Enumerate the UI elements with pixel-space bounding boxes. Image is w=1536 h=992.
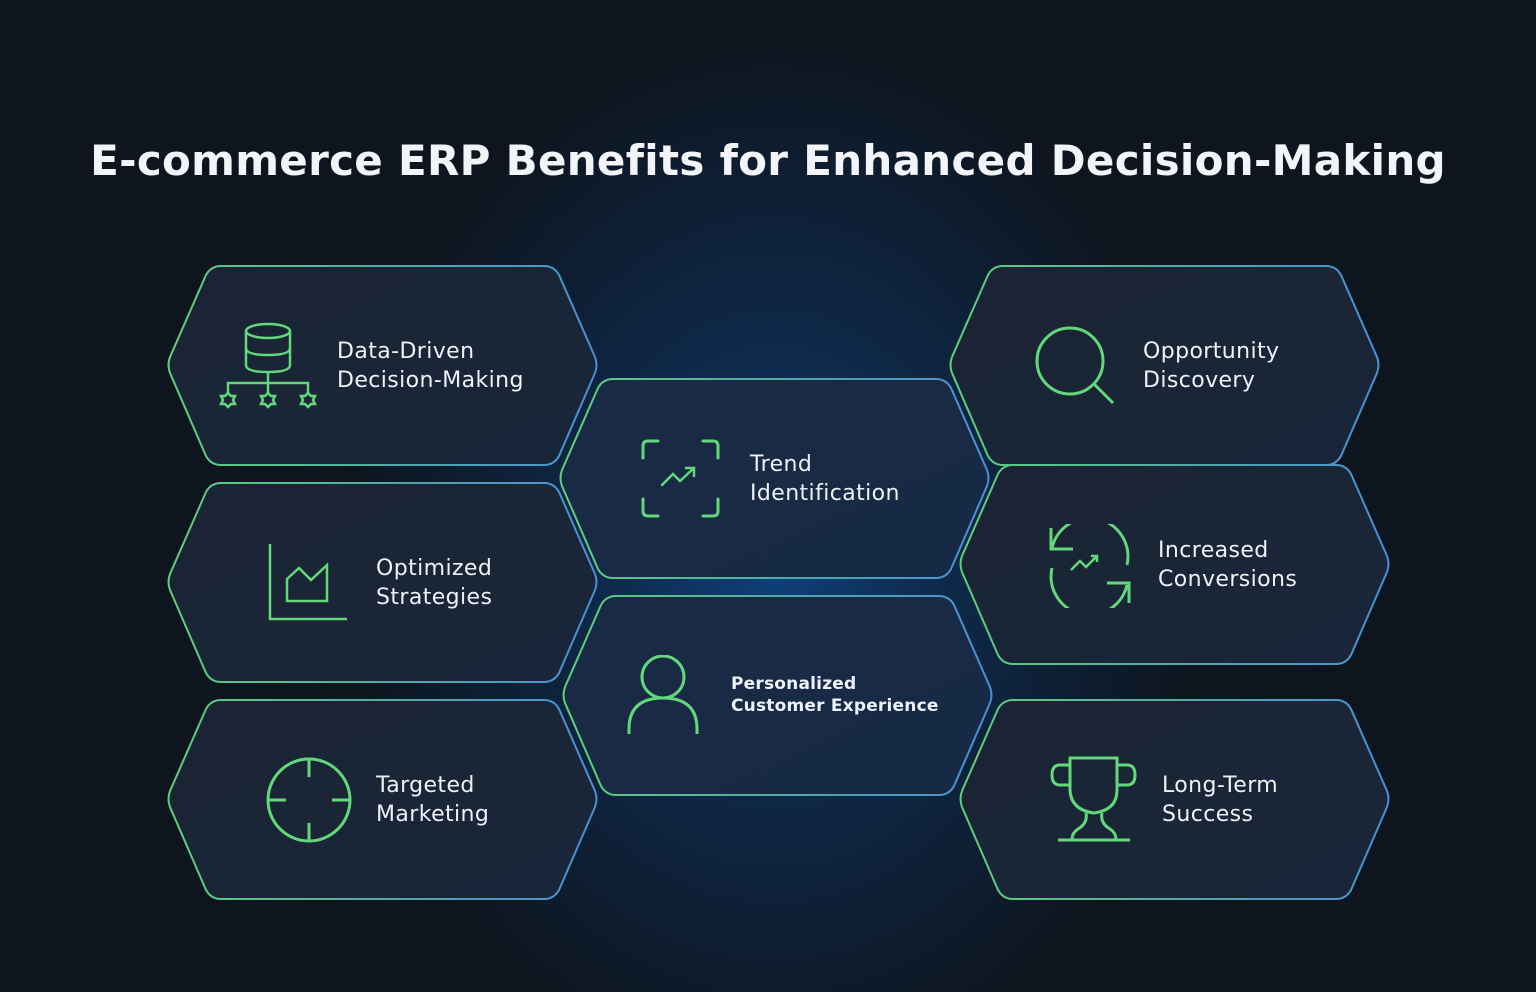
- benefit-label-line2: Conversions: [1158, 567, 1298, 592]
- hexagon-shape: [167, 265, 598, 466]
- benefit-label: Targeted Marketing: [376, 771, 489, 829]
- hexagon-shape: [167, 482, 598, 683]
- hexagon-shape: [562, 595, 993, 796]
- benefit-label: Opportunity Discovery: [1143, 337, 1279, 395]
- benefit-card-success: Long-Term Success: [958, 699, 1390, 900]
- benefit-label: Trend Identification: [750, 450, 900, 508]
- magnifier-icon: [1035, 326, 1115, 405]
- hexagon-shape: [959, 699, 1390, 900]
- trend-scan-icon: [641, 439, 720, 518]
- benefit-label: Long-Term Success: [1162, 771, 1278, 829]
- benefit-label-line1: Increased: [1158, 538, 1269, 563]
- benefit-card-data-driven: Data-Driven Decision-Making: [166, 265, 598, 466]
- page-title: E-commerce ERP Benefits for Enhanced Dec…: [90, 136, 1446, 186]
- benefit-label-line1: Personalized: [731, 674, 857, 694]
- refresh-trend-icon: [1049, 524, 1131, 608]
- trophy-icon: [1050, 756, 1137, 842]
- benefit-label: Optimized Strategies: [376, 554, 492, 612]
- benefit-label-line2: Success: [1162, 802, 1254, 827]
- benefit-label: Data-Driven Decision-Making: [337, 337, 524, 395]
- benefit-label-line1: Data-Driven: [337, 339, 475, 364]
- benefit-label-line1: Optimized: [376, 556, 493, 581]
- benefit-label-line2: Identification: [750, 481, 900, 506]
- benefit-label-line2: Decision-Making: [337, 368, 524, 393]
- hexagon-shape: [959, 464, 1390, 665]
- benefit-label-line2: Discovery: [1143, 368, 1256, 393]
- target-crosshair-icon: [266, 757, 352, 843]
- benefit-label-line1: Trend: [750, 452, 813, 477]
- benefit-label: Personalized Customer Experience: [731, 673, 939, 717]
- benefit-label: Increased Conversions: [1158, 536, 1297, 594]
- database-network-icon: [218, 322, 318, 409]
- hexagon-shape: [167, 699, 598, 900]
- benefit-card-opportunity: Opportunity Discovery: [948, 265, 1380, 466]
- benefit-card-personalized: Personalized Customer Experience: [561, 595, 993, 796]
- benefit-card-trend: Trend Identification: [558, 378, 990, 579]
- benefit-card-conversions: Increased Conversions: [958, 464, 1390, 665]
- area-chart-icon: [268, 544, 347, 621]
- benefit-label-line2: Strategies: [376, 585, 493, 610]
- benefit-label-line2: Customer Experience: [731, 696, 939, 716]
- benefit-card-optimized: Optimized Strategies: [166, 482, 598, 683]
- benefit-label-line1: Opportunity: [1143, 339, 1280, 364]
- benefit-label-line1: Long-Term: [1162, 773, 1279, 798]
- user-icon: [627, 655, 699, 734]
- benefit-card-targeted: Targeted Marketing: [166, 699, 598, 900]
- benefit-label-line1: Targeted: [376, 773, 475, 798]
- benefit-label-line2: Marketing: [376, 802, 490, 827]
- hexagon-shape: [559, 378, 990, 579]
